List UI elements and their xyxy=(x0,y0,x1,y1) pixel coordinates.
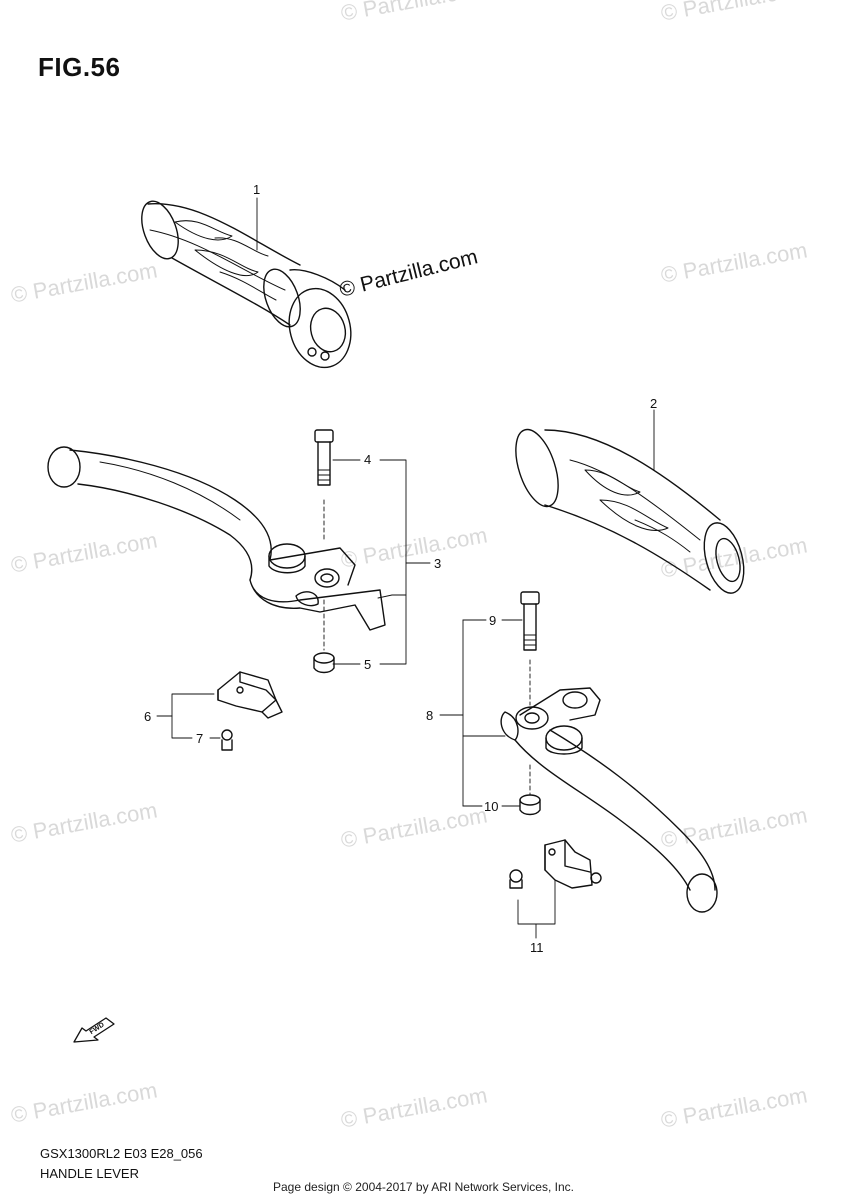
figure-title: FIG.56 xyxy=(38,52,121,82)
callout-8: 8 xyxy=(426,708,434,723)
grip-left-part xyxy=(141,200,352,369)
fwd-arrow-icon: FWD xyxy=(73,1017,115,1043)
callout-9: 9 xyxy=(489,613,497,628)
callout-10: 10 xyxy=(484,799,499,814)
callout-5: 5 xyxy=(364,657,372,672)
page-credit: Page design © 2004-2017 by ARI Network S… xyxy=(272,1180,574,1194)
callout-4: 4 xyxy=(364,452,372,467)
switch-6-part xyxy=(217,671,283,719)
lever-left-part xyxy=(47,446,386,631)
nut-10-part xyxy=(519,764,541,816)
bolt-4-part xyxy=(314,429,334,541)
callout-6: 6 xyxy=(144,709,152,724)
grip-right-part xyxy=(515,428,745,594)
callout-1: 1 xyxy=(253,182,261,197)
leader-lines xyxy=(156,197,655,939)
bolt-9-part xyxy=(520,591,540,706)
nut-5-part xyxy=(313,599,335,674)
screw-7-part xyxy=(221,729,233,751)
callout-7: 7 xyxy=(196,731,204,746)
callout-3: 3 xyxy=(434,556,442,571)
callout-11: 11 xyxy=(530,940,544,955)
switch-11-part xyxy=(509,839,602,889)
diagram-name: HANDLE LEVER xyxy=(40,1166,139,1181)
lever-right-part xyxy=(500,687,718,913)
callout-2: 2 xyxy=(650,396,658,411)
diagram-code: GSX1300RL2 E03 E28_056 xyxy=(40,1146,203,1161)
